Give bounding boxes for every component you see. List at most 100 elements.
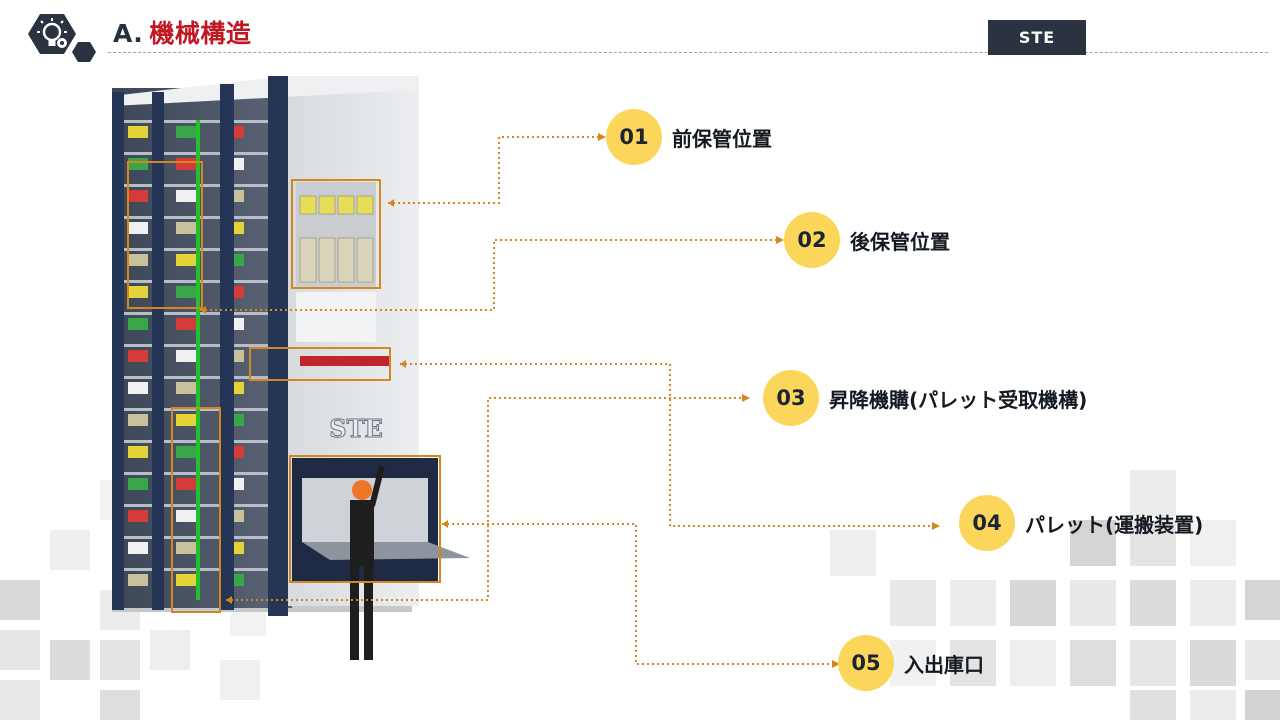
callout-label: パレット(運搬装置) xyxy=(1025,512,1204,537)
guide-rail xyxy=(196,120,200,600)
background-tile xyxy=(1070,520,1116,566)
background-tile xyxy=(50,640,90,680)
callout-02: 02 後保管位置 xyxy=(784,212,950,268)
highlight-pallet xyxy=(171,407,221,613)
background-tile xyxy=(950,640,996,686)
lightbulb-gear-icon xyxy=(28,14,96,62)
leader-04 xyxy=(400,363,932,527)
header-divider xyxy=(108,52,1268,53)
shelf-bin xyxy=(128,446,148,458)
leader-arrows xyxy=(200,133,940,668)
machine-top xyxy=(112,76,419,106)
leader-lines xyxy=(200,136,932,665)
storage-bin xyxy=(337,195,355,215)
background-tile xyxy=(1190,640,1236,686)
background-tile xyxy=(0,580,40,620)
brand-badge: STE xyxy=(988,20,1086,55)
shelf-bin xyxy=(128,414,148,426)
shelf-bin xyxy=(176,382,196,394)
leader-05 xyxy=(442,523,832,665)
shelf-bin xyxy=(128,350,148,362)
shelf-bin xyxy=(128,542,148,554)
background-tile xyxy=(0,630,40,670)
shelf-bin xyxy=(176,574,196,586)
background-tile xyxy=(950,580,996,626)
frame-post xyxy=(220,84,234,610)
window-lower xyxy=(296,292,376,342)
shelf-bin xyxy=(128,126,148,138)
highlight-boxes xyxy=(127,161,441,613)
callout-number: 04 xyxy=(959,495,1015,551)
highlight-lift xyxy=(249,347,391,381)
page-title: A.機械構造 xyxy=(113,14,251,50)
shelf-bin xyxy=(176,414,196,426)
background-tile xyxy=(1070,640,1116,686)
storage-bin xyxy=(299,195,317,215)
shelf-bin xyxy=(128,382,148,394)
callout-05: 05 入出庫口 xyxy=(838,635,984,691)
callout-01: 01 前保管位置 xyxy=(606,109,772,165)
shelf-bin xyxy=(128,190,148,202)
callout-03: 03 昇降機購(パレット受取機構) xyxy=(763,370,1087,426)
lift-tray xyxy=(300,356,390,366)
shelf-bin xyxy=(176,222,196,234)
machine-emblem: STE xyxy=(329,414,382,443)
storage-bin xyxy=(356,237,374,283)
shelf-bin xyxy=(176,510,196,522)
highlight-front-storage xyxy=(291,179,381,289)
storage-bin xyxy=(337,237,355,283)
background-tile xyxy=(1190,520,1236,566)
storage-bins xyxy=(299,195,374,283)
shelf-bin xyxy=(176,350,196,362)
frame-post xyxy=(112,92,124,610)
background-tile xyxy=(50,530,90,570)
callout-label: 入出庫口 xyxy=(904,652,984,677)
background-tile xyxy=(1130,520,1176,566)
highlight-rear-storage xyxy=(127,161,203,309)
shelf-bin xyxy=(176,446,196,458)
background-tile xyxy=(1130,640,1176,686)
shelf-bin xyxy=(176,158,196,170)
highlight-io-port xyxy=(289,455,441,583)
background-tile xyxy=(1130,690,1176,720)
storage-bin xyxy=(318,195,336,215)
shelf-bin xyxy=(176,286,196,298)
background-tile xyxy=(1010,640,1056,686)
background-tile xyxy=(100,690,140,720)
callout-label: 前保管位置 xyxy=(672,126,772,151)
shelf-bin xyxy=(176,318,196,330)
background-tile xyxy=(890,640,936,686)
callout-label: 後保管位置 xyxy=(850,229,950,254)
leader-01 xyxy=(388,136,598,204)
callout-label: 昇降機購(パレット受取機構) xyxy=(829,387,1088,412)
leader-02 xyxy=(200,239,776,311)
background-tile xyxy=(150,630,190,670)
callout-number: 03 xyxy=(763,370,819,426)
background-tile xyxy=(1070,580,1116,626)
background-tile xyxy=(100,640,140,680)
callout-04: 04 パレット(運搬装置) xyxy=(959,495,1203,551)
shelf-bin xyxy=(176,126,196,138)
background-tile xyxy=(1190,580,1236,626)
callout-number: 05 xyxy=(838,635,894,691)
background-tile xyxy=(1130,580,1176,626)
background-tile xyxy=(220,660,260,700)
section-label: A. xyxy=(113,19,144,48)
shelf-bin xyxy=(176,478,196,490)
background-tile xyxy=(1245,640,1280,680)
storage-bin xyxy=(299,237,317,283)
storage-bin xyxy=(318,237,336,283)
title-text: 機械構造 xyxy=(149,19,252,48)
worker-figure xyxy=(350,465,385,660)
callout-number: 01 xyxy=(606,109,662,165)
frame-post xyxy=(152,92,164,610)
background-tile xyxy=(890,580,936,626)
shelf-bin xyxy=(128,510,148,522)
background-tile xyxy=(830,530,876,576)
frame-post xyxy=(268,76,288,616)
shelf-bin xyxy=(128,478,148,490)
shelf-bin xyxy=(128,158,148,170)
background-tile xyxy=(1245,690,1280,720)
shelf-bin xyxy=(176,542,196,554)
